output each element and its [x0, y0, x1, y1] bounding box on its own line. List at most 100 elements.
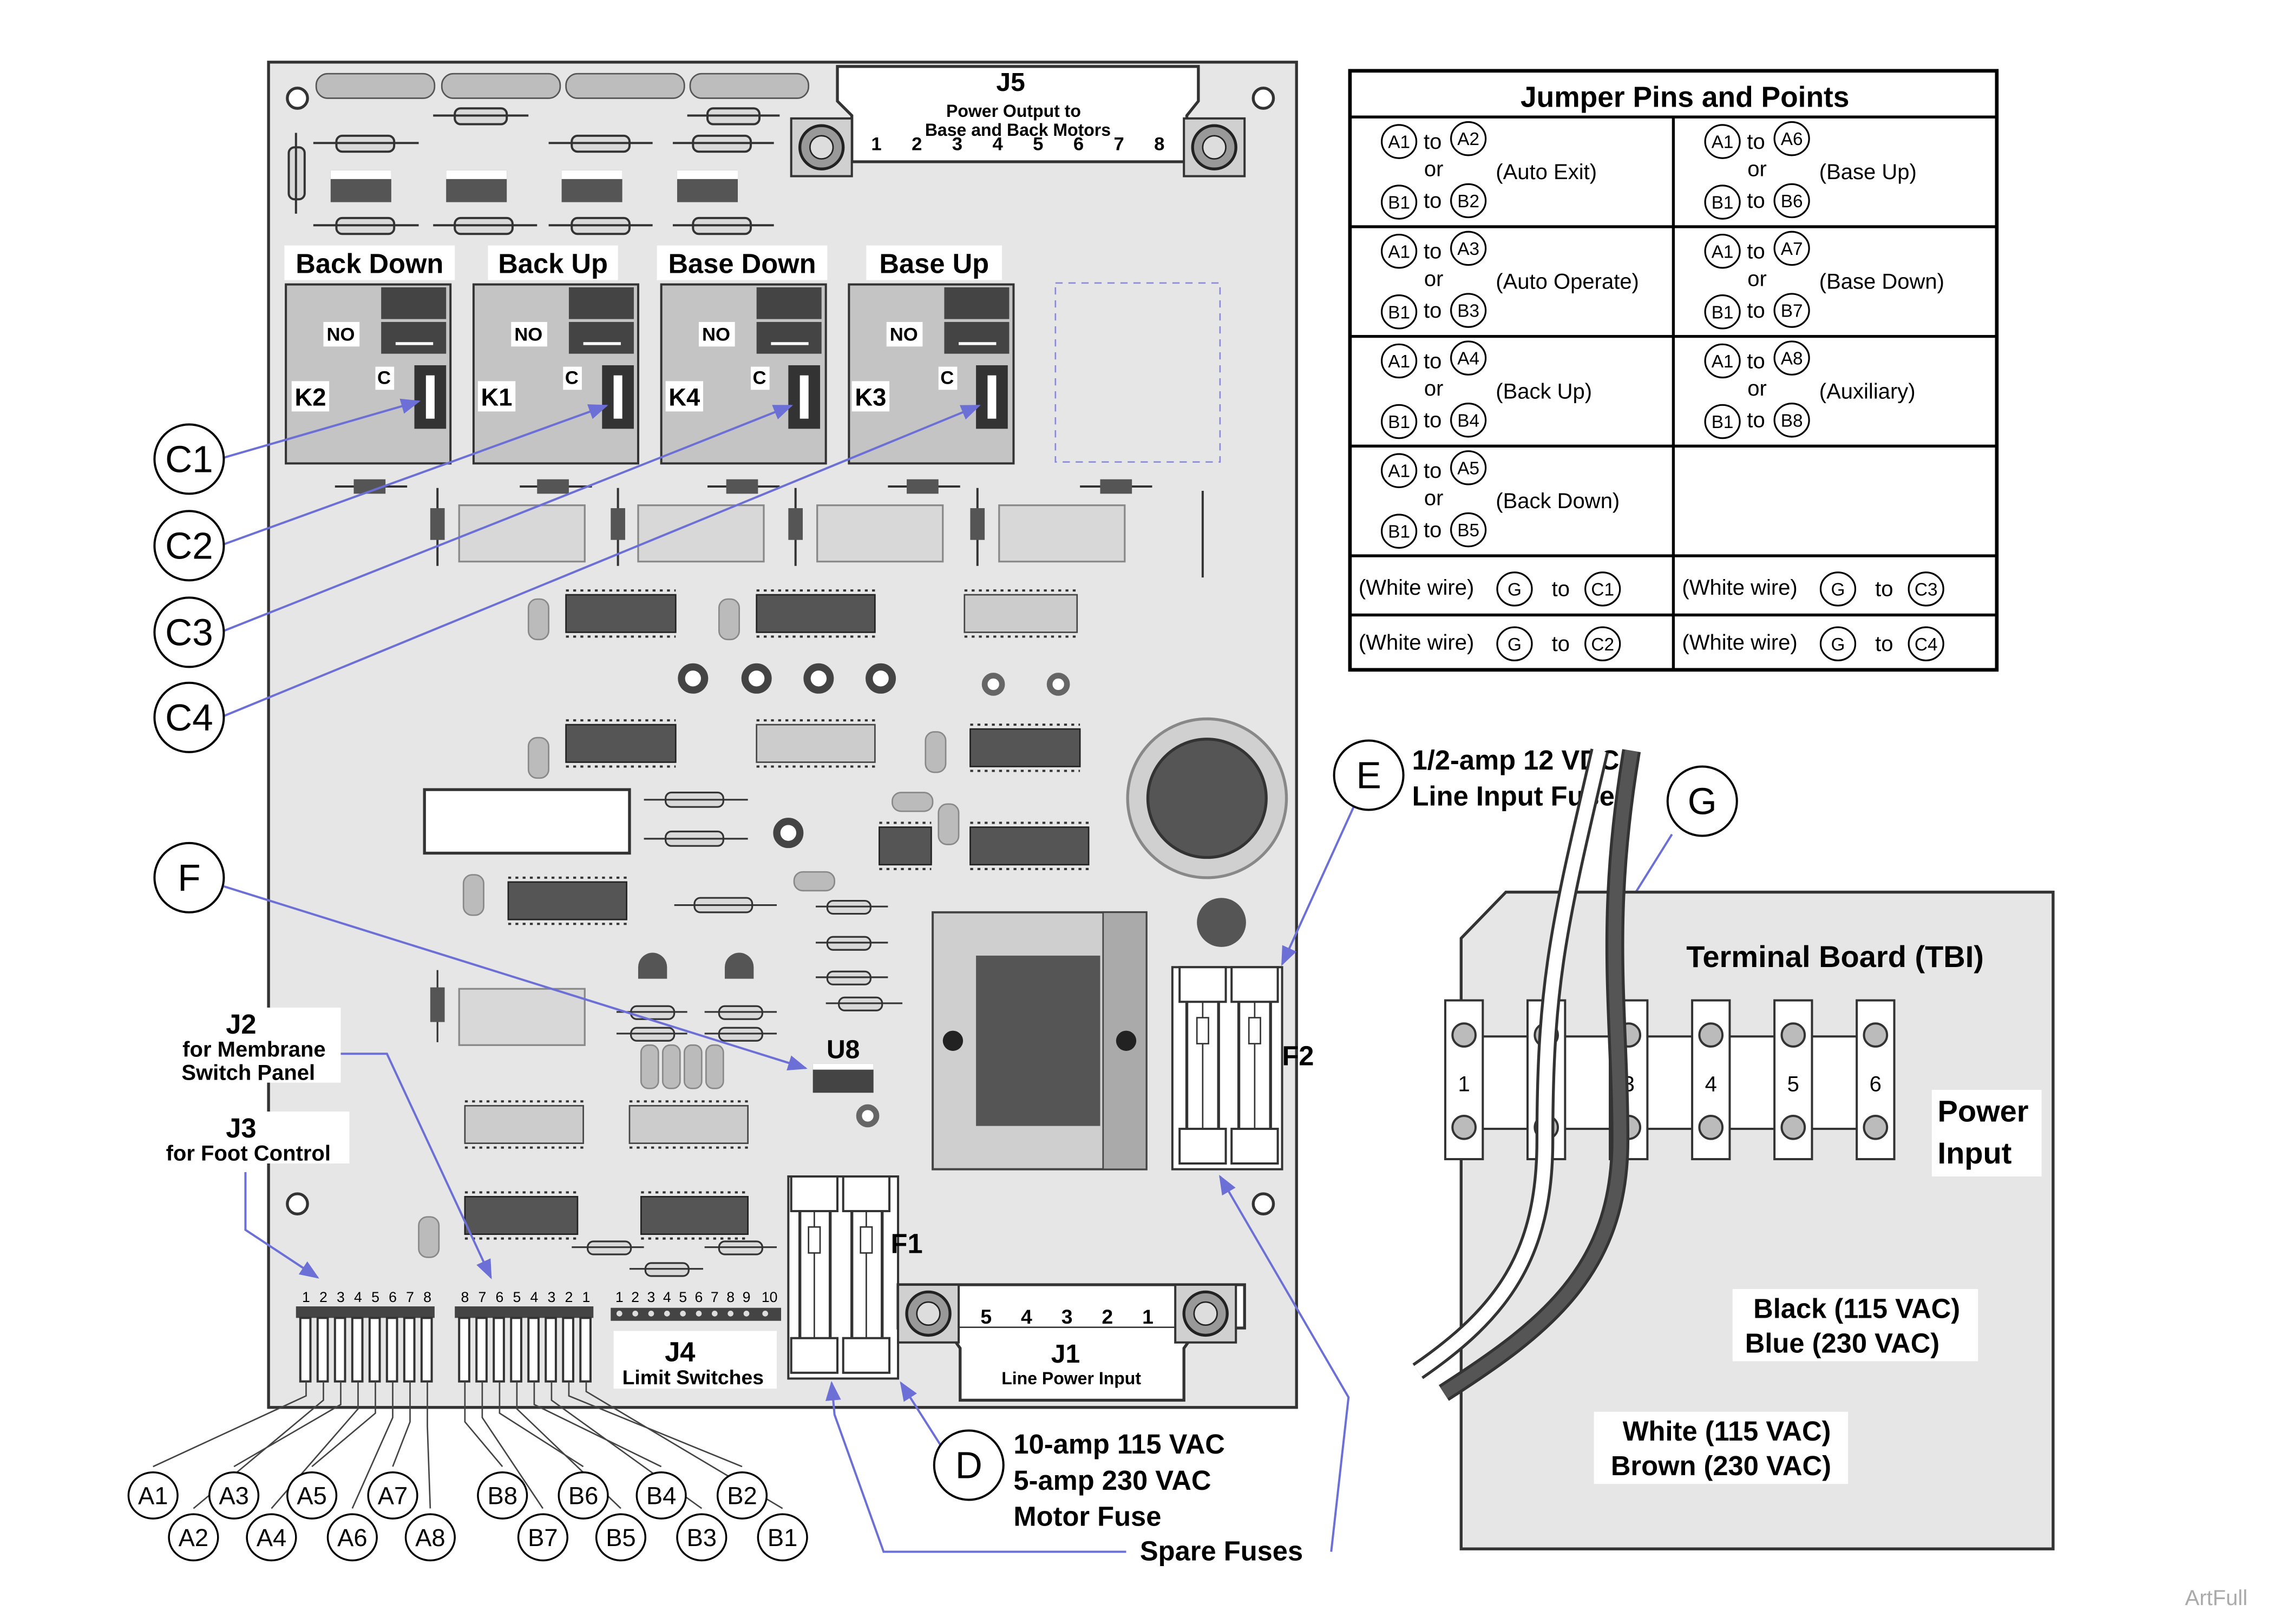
jumper-pin-label: B1 — [1712, 303, 1734, 323]
j2-pin-label: 3 — [547, 1289, 555, 1305]
jumper-pin-circle — [1584, 571, 1621, 607]
relay-k2 — [285, 283, 452, 465]
to-text: to — [1747, 299, 1765, 323]
terminal-number: 1 — [1458, 1073, 1470, 1096]
jumper-pin-label: C3 — [1915, 580, 1938, 600]
j4-pin-label: 2 — [631, 1289, 639, 1305]
jumper-pin-label: G — [1508, 635, 1522, 655]
j2-pin-label: 6 — [495, 1289, 503, 1305]
jumper-pin-label: A2 — [1457, 129, 1479, 149]
relay-title: Back Up — [498, 248, 608, 279]
jumper-pin-circle — [1450, 340, 1487, 376]
pin-circle-label: B1 — [768, 1524, 797, 1551]
jumper-pin-circle — [1450, 403, 1487, 438]
jumper-pin-circle — [1450, 293, 1487, 328]
terminal-block: 4 — [1691, 999, 1731, 1160]
relay-k-label: K3 — [855, 384, 886, 411]
black-wire-label-2: Blue (230 VAC) — [1745, 1327, 1939, 1358]
jumper-pin-circle — [1704, 124, 1741, 159]
j1-pin-label: 5 — [980, 1305, 992, 1328]
pin-circle-label: B7 — [528, 1524, 558, 1551]
callout-e-circle — [1333, 739, 1405, 811]
to-text: to — [1747, 240, 1765, 264]
jumper-pin-circle — [1381, 185, 1418, 220]
jumper-pin-label: A1 — [1712, 352, 1734, 372]
j4-header — [611, 1307, 782, 1321]
jumper-pin-label: B1 — [1712, 412, 1734, 432]
label-area — [423, 788, 631, 855]
relay-c-label: C — [752, 368, 766, 389]
to-text: to — [1875, 632, 1893, 656]
callout-c3-circle — [153, 596, 225, 668]
jumper-pin-label: A1 — [1388, 352, 1410, 372]
power-input-label-2: Input — [1938, 1136, 2012, 1170]
jumper-pin-circle — [1496, 626, 1533, 662]
terminal-number: 4 — [1705, 1073, 1717, 1096]
to-text: to — [1424, 189, 1441, 213]
or-text: or — [1424, 267, 1444, 291]
callout-d-text-2: 5-amp 230 VAC — [1013, 1465, 1211, 1496]
jumper-pin-circle — [1819, 571, 1857, 607]
j5-pin-label: 7 — [1114, 134, 1124, 155]
jumper-pin-circle — [1381, 404, 1418, 439]
callout-c2-circle — [153, 510, 225, 582]
jumper-pin-circle — [1704, 233, 1741, 269]
jumper-description: (Base Up) — [1819, 160, 1917, 184]
j3-pin-label: 7 — [406, 1289, 414, 1305]
to-text: to — [1747, 130, 1765, 154]
jumper-pin-circle — [1773, 340, 1810, 376]
relay-c-label: C — [940, 368, 954, 389]
j3-pin-label: 5 — [371, 1289, 379, 1305]
pin-circle-label: B6 — [568, 1482, 598, 1509]
callout-f-label: F — [178, 857, 200, 899]
callout-d-text-3: Motor Fuse — [1013, 1501, 1161, 1531]
jumper-pin-circle — [1381, 233, 1418, 269]
relay-k-label: K2 — [294, 384, 326, 411]
jumper-description: (Back Down) — [1496, 489, 1620, 513]
relay-k1 — [472, 283, 639, 465]
jumper-pin-circle — [1450, 121, 1487, 156]
relay-title: Back Down — [296, 248, 443, 279]
to-text: to — [1424, 459, 1441, 483]
callout-c4-circle — [153, 681, 225, 753]
or-text: or — [1747, 377, 1767, 400]
or-text: or — [1424, 377, 1444, 400]
jumper-description: (Base Down) — [1819, 270, 1944, 294]
jumper-pin-circle — [1381, 514, 1418, 549]
terminal-number: 5 — [1787, 1073, 1799, 1096]
j3-pin-label: 6 — [389, 1289, 397, 1305]
callout-d-text-1: 10-amp 115 VAC — [1013, 1429, 1224, 1459]
jumper-pin-circle — [1381, 453, 1418, 488]
jumper-pin-label: B8 — [1781, 411, 1803, 431]
pin-fanout-lines — [153, 1381, 783, 1509]
j2-pin-label: 8 — [461, 1289, 469, 1305]
j4-pin-label: 9 — [743, 1289, 751, 1305]
jumper-pin-label: B2 — [1457, 192, 1479, 212]
or-text: or — [1424, 486, 1444, 510]
callout-c3-label: C3 — [165, 611, 213, 653]
jumper-pin-circle — [1704, 404, 1741, 439]
jumper-pin-circle — [1450, 450, 1487, 485]
or-text: or — [1424, 157, 1444, 181]
pin-circle-label: A6 — [337, 1524, 367, 1551]
pin-circle-label: B3 — [687, 1524, 717, 1551]
callout-d-circle — [933, 1429, 1005, 1501]
j5-pin-label: 6 — [1073, 134, 1084, 155]
j3-pin-label: 8 — [423, 1289, 431, 1305]
j4-pin-label: 7 — [711, 1289, 719, 1305]
u8-label: U8 — [827, 1035, 860, 1064]
jumper-pin-circle — [1704, 294, 1741, 330]
to-text: to — [1424, 518, 1441, 542]
jumper-pin-label: A4 — [1457, 349, 1479, 369]
jumper-pin-circle — [1908, 571, 1944, 607]
jumper-pin-circle — [1496, 571, 1533, 607]
to-text: to — [1424, 130, 1441, 154]
to-text: to — [1747, 409, 1765, 432]
j1-pin-label: 4 — [1021, 1305, 1032, 1328]
j3-pin-label: 2 — [319, 1289, 327, 1305]
j5-pin-label: 1 — [871, 134, 881, 155]
pin-circle-label: A3 — [219, 1482, 248, 1509]
